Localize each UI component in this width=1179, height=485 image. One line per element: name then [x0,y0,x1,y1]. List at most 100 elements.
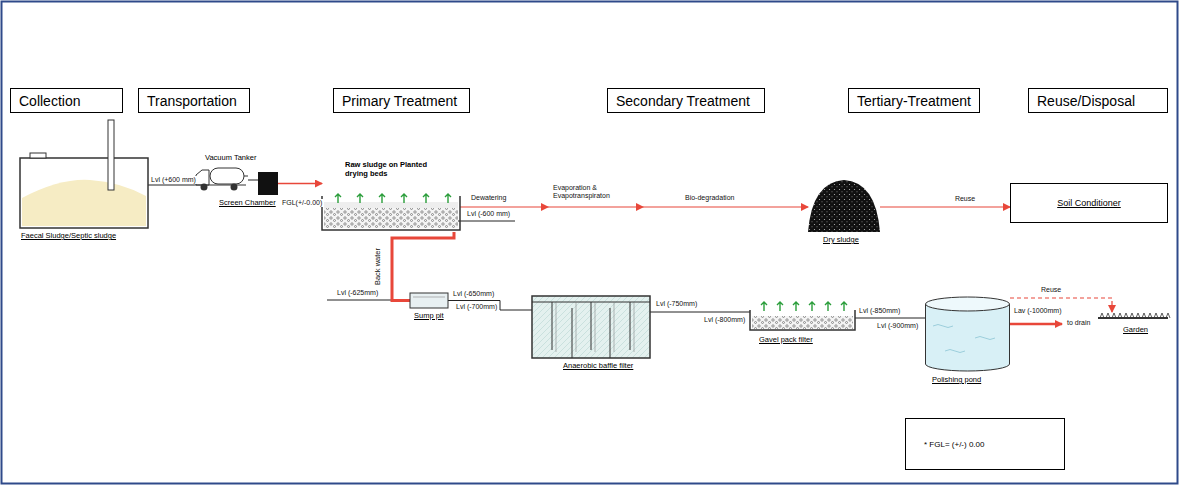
drawing-part [591,302,592,350]
stage-header-box: Tertiary-Treatment [848,88,980,113]
drawing-part [322,196,460,230]
drawing-part [1106,313,1110,318]
drawing-part [413,297,445,298]
unit-caption: Vacuum Tanker [204,153,257,162]
annotation: Lvl (-800mm) [703,316,746,324]
unit-drawing [258,172,278,195]
treatment-unit: Gavel pack filter [750,306,855,332]
text-box: * FGL= (+/-) 0.00 [905,418,1065,470]
drawing-part [750,310,855,330]
flow-connector [148,185,194,186]
stage-header-box: Transportation [138,88,250,113]
drawing-part [1124,313,1128,318]
flow-connector [392,232,454,301]
drawing-part [30,153,46,158]
annotation: Lvl (-900mm) [876,322,919,330]
treatment-unit: Polishing pond [925,296,1010,372]
drawing-part [752,316,853,329]
edge-label: Reuse [954,195,976,203]
flow-connector [248,180,259,181]
drawing-part [634,302,635,352]
annotation: Bio-degradation [684,194,735,202]
drawing-part [1112,313,1116,318]
drawing-part [614,302,615,352]
drawing-part [108,120,114,190]
annotation: Lvl (-600 mm) [466,210,511,218]
drawing-part [401,194,407,203]
treatment-unit: Garden [1098,312,1168,322]
drawing-part [20,158,148,228]
treatment-unit: Raw sludge on Planted drying beds [322,180,460,232]
treatment-unit: Sump pit [410,293,448,308]
unit-caption: Polishing pond [931,375,982,384]
drawing-part [572,308,573,358]
annotation: Dewatering [470,194,507,202]
annotation: Lvl (-625mm) [336,289,379,297]
stage-title: Secondary Treatment [616,93,750,109]
flow-connector [278,183,322,185]
drawing-part [630,302,631,350]
drawing-part [1118,313,1122,318]
drawing-part [423,194,429,203]
unit-drawing [194,164,248,192]
annotation: Lvl (+600 mm) [150,176,197,184]
edge-label: Reuse [1040,286,1062,294]
unit-drawing [532,296,650,358]
stage-title: Tertiary-Treatment [857,93,971,109]
unit-caption: Faecal Sludge/Septic sludge [20,231,117,240]
treatment-unit: Screen Chamber [258,172,278,195]
annotation: to drain [1066,319,1091,327]
drawing-part [809,302,815,311]
drawing-part [201,184,208,191]
text-box: Soil Conditioner [1010,183,1168,223]
stage-header-box: Collection [10,88,123,113]
drawing-part [1142,313,1146,318]
drawing-part [825,302,831,311]
stage-title: Transportation [147,93,237,109]
treatment-unit: Dry sludge [808,178,880,232]
unit-caption: Garden [1122,325,1149,334]
drawing-part [926,304,1010,371]
drawing-part [556,302,557,352]
annotation: Lvl (-650mm) [452,290,495,298]
unit-drawing [750,306,855,332]
unit-caption: Sump pit [413,311,445,320]
annotation: FGL(+/-0.00) [281,199,323,207]
box-text: * FGL= (+/-) 0.00 [924,440,984,449]
drawing-part [324,202,458,208]
drawing-part [1154,313,1158,318]
drawing-part [1148,313,1152,318]
drawing-part [1130,313,1134,318]
drawing-part [357,194,363,203]
drawing-part [244,176,248,177]
drawing-part [793,302,799,311]
unit-drawing [808,178,880,232]
unit-drawing [1098,312,1168,322]
unit-caption: Anaerobic baffle filter [562,361,634,370]
drawing-part [1160,313,1164,318]
drawing-part [576,302,577,352]
drawing-part [808,180,880,232]
stage-title: Reuse/Disposal [1037,93,1135,109]
unit-caption: Dry sludge [822,235,860,244]
stage-title: Collection [19,93,80,109]
annotation: Evaporation & Evapotranspiraton [552,184,624,201]
unit-drawing [20,158,148,228]
drawing-part [258,172,278,195]
treatment-unit: Faecal Sludge/Septic sludge [20,158,148,228]
drawing-part [458,221,515,222]
flow-connector [460,206,808,207]
unit-caption: Gavel pack filter [758,335,814,344]
drawing-part [379,194,385,203]
drawing-part [1136,313,1140,318]
drawing-part [1166,313,1170,318]
drawing-part [1100,313,1104,318]
drawing-part [410,293,448,308]
treatment-unit: Anaerobic baffle filter [532,296,650,358]
treatment-unit: Vacuum Tanker [194,164,248,192]
unit-drawing [322,180,460,232]
drawing-part [933,325,995,353]
